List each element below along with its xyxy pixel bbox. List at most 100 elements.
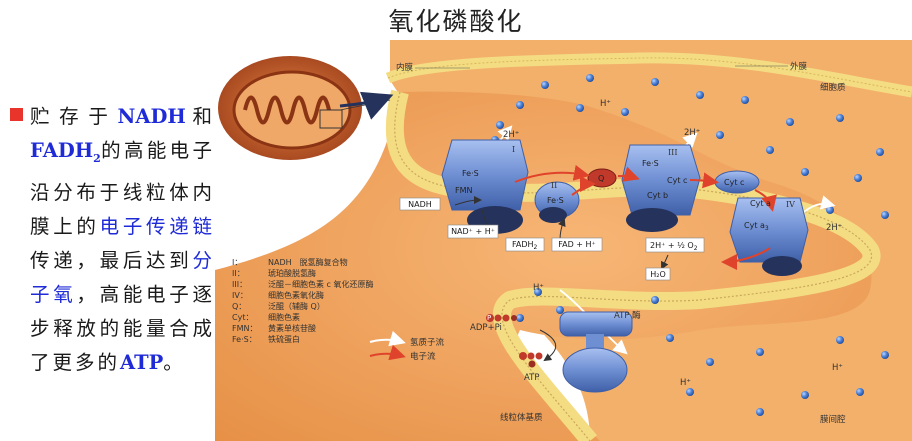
legend-sym: III： (232, 280, 247, 289)
fadh-subscript: 2 (93, 151, 101, 165)
matrix-label: 线粒体基质 (500, 412, 543, 423)
oxygen-text: 2H⁺ + ½ O (650, 241, 694, 250)
legend: I： NADH 脱氢酶复合物 II： 琥珀酸脱氢酶 III： 泛醌－细胞色素 c… (232, 257, 373, 344)
atp-term: ATP (120, 350, 164, 374)
h-plus-inter-1: H⁺ (680, 378, 691, 388)
inner-membrane-label: 内膜 (396, 62, 414, 73)
bullet-text: 贮存于NADH和 FADH2的高能电子沿分布于线粒体内膜上的电子传递链传递，最后达… (30, 100, 215, 380)
label-box-oxygen: 2H⁺ + ½ O2 (645, 237, 705, 253)
legend-text: 细胞色素氧化酶 (268, 290, 324, 300)
atp-label: ATP (524, 373, 539, 383)
complex-4-label: IV (786, 200, 795, 209)
atp-molecule (519, 352, 543, 368)
complex-4 (729, 197, 809, 276)
atp-synthase (559, 311, 633, 393)
fadh2-text: FADH (512, 240, 534, 249)
zoom-arrow (339, 91, 394, 120)
square-bullet-icon (10, 108, 23, 121)
legend-sym: Fe·S： (232, 335, 257, 344)
cyt-a3-text: Cyt a (744, 221, 765, 230)
label-box-nadh: NADH (399, 197, 441, 211)
text-part: 的高能电子沿分布于线粒体内膜上的 (30, 139, 215, 238)
cyt-c1-label: Cyt c (667, 176, 687, 185)
fadh2-subscript: 2 (534, 244, 538, 251)
complex-1 (441, 139, 529, 234)
cyt-c-label: Cyt c (724, 178, 744, 187)
complex-2-label: II (551, 181, 557, 190)
legend-sym: Cyt： (232, 313, 253, 322)
proton-flow-label: 氢质子流 (410, 337, 445, 348)
electron-arrow-3 (617, 166, 640, 182)
label-box-fad: FAD + H⁺ (551, 237, 603, 252)
h-plus-inter-2: H⁺ (832, 363, 843, 373)
legend-sym: I： (232, 258, 242, 267)
electron-arrow-1 (514, 164, 590, 183)
flow-legend: 氢质子流 电子流 (369, 330, 445, 362)
oxidative-phosphorylation-diagram: NADH NAD⁺ + H⁺ FADH2 FAD + H⁺ 2H⁺ + ½ O2… (215, 40, 912, 441)
legend-sym: FMN： (232, 324, 258, 333)
keyword-oxygen: 分子氧 (30, 248, 215, 306)
fe-s-label-1: Fe·S (462, 169, 479, 178)
electron-arrow-5 (754, 189, 777, 212)
complex-1-label: I (512, 145, 515, 154)
text-part: ，高能电子逐步释放的能量合成了更多的 (30, 282, 215, 374)
electron-arrow-2 (571, 176, 596, 196)
adp-label: ADP+Pi (470, 323, 502, 333)
fe-s-label-2: Fe·S (547, 196, 564, 205)
fmn-label: FMN (455, 186, 473, 195)
legend-text: 黄素单核苷酸 (268, 323, 316, 333)
cytoplasm-label: 细胞质 (820, 82, 846, 93)
label-fad: FAD + H⁺ (558, 240, 596, 249)
cyt-b-label: Cyt b (647, 191, 668, 200)
label-fadh2: FADH2 (512, 240, 538, 251)
legend-text: NADH 脱氢酶复合物 (268, 257, 348, 267)
q-label: Q (598, 174, 604, 183)
atp-enzyme-label: ATP 酶 (614, 310, 641, 321)
nadh-term: NADH (117, 105, 186, 128)
legend-sym: Q： (232, 302, 246, 311)
h-plus-cytoplasm: H⁺ (600, 99, 611, 109)
fadh2-term: FADH2 (30, 139, 101, 165)
atp-synthesis-arrow (539, 329, 557, 362)
mitochondrion-icon (218, 56, 391, 160)
page-title: 氧化磷酸化 (388, 7, 524, 36)
text-part: 和 (185, 105, 215, 128)
p-label: P (487, 314, 491, 322)
oxygen-subscript: 2 (694, 245, 698, 252)
proton-balls (491, 74, 889, 416)
electron-arrow-6 (721, 247, 771, 270)
cyt-a3-label: Cyt a3 (744, 221, 769, 232)
legend-text: 琥珀酸脱氢酶 (268, 268, 316, 278)
two-h-plus-3: 2H⁺ (684, 128, 700, 138)
h-plus-matrix-1: H⁺ (533, 283, 544, 293)
text-part: 贮存于 (30, 105, 118, 128)
label-box-water: H₂O (645, 267, 671, 281)
label-oxygen: 2H⁺ + ½ O2 (650, 241, 698, 252)
outer-membrane-label: 外膜 (790, 61, 808, 72)
label-box-nad: NAD⁺ + H⁺ (447, 224, 499, 239)
fadh-text: FADH (30, 139, 94, 162)
legend-text: 泛醌－细胞色素 c 氧化还原酶 (268, 279, 373, 289)
adp-pi-molecule (486, 314, 517, 322)
bullet-point: 贮存于NADH和 FADH2的高能电子沿分布于线粒体内膜上的电子传递链传递，最后达… (10, 100, 215, 380)
fe-s-label-3: Fe·S (642, 159, 659, 168)
legend-text: 细胞色素 (268, 312, 300, 322)
intermembrane-label: 膜间腔 (820, 414, 846, 425)
legend-text: 铁硫蛋白 (268, 334, 300, 344)
complex-3 (621, 144, 701, 232)
keyword-electron-chain: 电子传递链 (99, 214, 215, 238)
two-h-plus-1: 2H⁺ (503, 130, 519, 140)
complex-3-label: III (668, 148, 677, 157)
label-water: H₂O (650, 270, 666, 279)
legend-sym: II： (232, 269, 245, 278)
two-h-plus-4: 2H⁺ (826, 223, 842, 233)
label-nadh: NADH (408, 200, 432, 209)
cyt-a3-subscript: 3 (765, 225, 769, 232)
text-part: 传递，最后达到 (30, 248, 193, 272)
cyt-a-label: Cyt a (750, 199, 771, 208)
electron-arrow-4 (689, 172, 719, 189)
nadh-arrow (454, 196, 482, 206)
water-arrow (661, 254, 669, 270)
legend-sym: IV： (232, 291, 248, 300)
label-nad: NAD⁺ + H⁺ (451, 227, 495, 236)
